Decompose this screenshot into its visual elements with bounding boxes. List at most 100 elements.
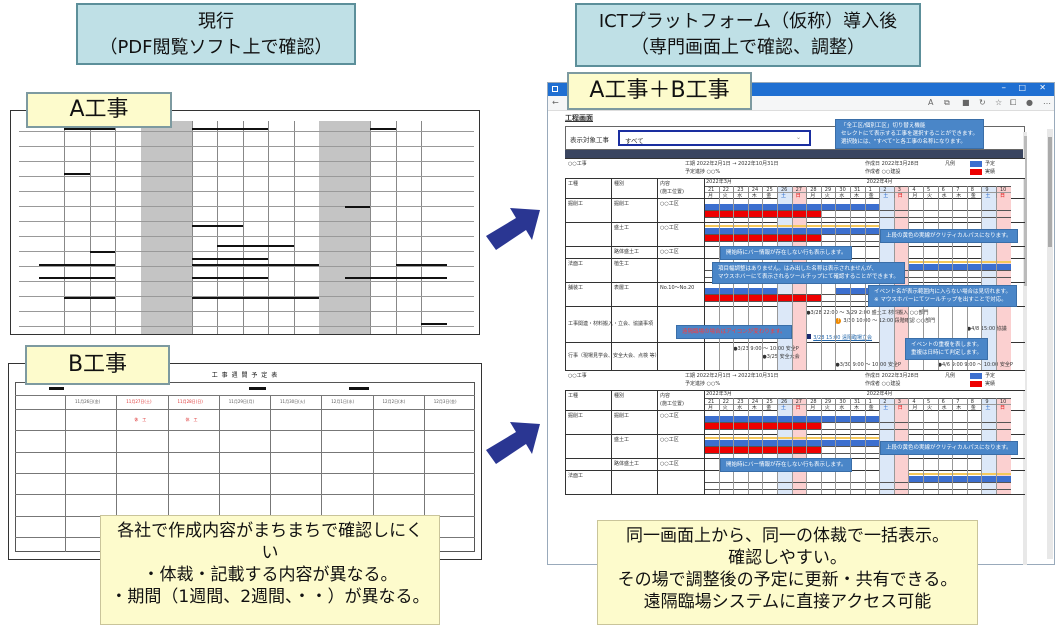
weekday-label: 金 — [868, 192, 874, 199]
task-kind: 盛土工 — [614, 225, 630, 231]
weekday-label: 水 — [737, 404, 743, 411]
close-button[interactable]: ✕ — [1039, 83, 1046, 92]
saturday-shade — [981, 458, 996, 470]
weekday-label: 月 — [810, 404, 816, 411]
weekday-label: 木 — [956, 404, 962, 411]
grid-line — [806, 186, 808, 198]
weekday-label: 水 — [839, 404, 845, 411]
more-icon[interactable]: … — [1043, 97, 1051, 106]
sunday-shade — [996, 306, 1011, 342]
b-schedule-title: 工 事 週 間 予 定 表 — [211, 372, 279, 379]
grid-line — [777, 186, 778, 198]
grid-line — [952, 398, 954, 410]
event-item: ●4/6 9:00 9:00 ～ 10:00 安全P — [938, 362, 1013, 368]
overlap-warning-icon: ! — [835, 318, 842, 324]
grid-line — [850, 186, 851, 198]
grid-line — [19, 206, 474, 207]
callout-note: 上段の黄色の実線がクリティカルパスになります。 — [880, 441, 1018, 455]
minimize-button[interactable]: – — [1001, 83, 1007, 93]
task-content: ○○工区 — [660, 201, 679, 207]
weekday-label: 火 — [927, 192, 933, 199]
grid-line — [966, 186, 968, 198]
saturday-shade — [879, 246, 894, 258]
saturday-shade — [981, 306, 996, 342]
grid-line — [19, 236, 474, 237]
read-aloud-icon[interactable]: A — [928, 98, 934, 107]
page-scrollbar[interactable] — [1047, 129, 1053, 559]
date-header: 11月28日(日) — [177, 399, 203, 404]
grid-line — [791, 398, 793, 410]
event-text[interactable]: ●3/28 22:00 ～ 3/29 2:00 盛土工 材料搬入 ○○部門 — [806, 310, 929, 316]
callout-text: イベントの重複を表します。 — [911, 342, 982, 348]
event-text[interactable]: ●3/23 9:00 ～ 10:00 安全P — [733, 346, 799, 352]
day-divider — [864, 410, 866, 494]
callout-text: 上段の黄色の実線がクリティカルパスになります。 — [886, 445, 1012, 451]
event-text[interactable]: ●4/6 9:00 9:00 ～ 10:00 安全P — [937, 362, 1013, 368]
grid-line — [704, 398, 1011, 399]
legend-swatch-実績 — [970, 169, 982, 175]
day-label: 24 — [751, 398, 759, 405]
month-label: 2022年4月 — [866, 391, 893, 397]
event-text[interactable]: ●3/30 9:00 ～ 10:00 安全P — [835, 362, 901, 368]
extensions-icon[interactable]: ⧠ — [1010, 98, 1017, 107]
favorites-icon[interactable]: ☆ — [995, 98, 1003, 107]
legend-swatch-実績 — [970, 381, 982, 387]
tab-icon[interactable]: ⧉ — [944, 98, 950, 107]
schedule-bar — [64, 127, 115, 130]
day-label: 24 — [751, 186, 759, 193]
profile-icon[interactable]: ● — [1026, 98, 1033, 107]
day-label: 4 — [912, 398, 916, 405]
day-divider — [835, 198, 837, 370]
plan-bar — [908, 264, 1011, 270]
event-text[interactable]: 3/30 10:00 ～ 12:00 段階確認 ○○部門 — [843, 318, 936, 324]
day-divider — [806, 198, 808, 370]
sunday-shade — [791, 342, 807, 370]
current-header-subtitle: （PDF閲覧ソフト上で確認） — [99, 37, 333, 58]
task-content: ○○工区 — [660, 461, 679, 467]
callout-text: 上段の黄色の実線がクリティカルパスになります。 — [886, 233, 1012, 239]
day-label: 1 — [868, 398, 872, 405]
grid-line — [19, 251, 474, 252]
day-divider — [923, 198, 924, 370]
grid-line — [718, 186, 720, 198]
schedule-bar — [191, 127, 268, 130]
holiday-text: 休 工 — [134, 417, 147, 422]
schedule-scrollbar[interactable] — [1023, 132, 1027, 565]
grid-line — [19, 326, 474, 327]
legend-label: 実績 — [985, 169, 996, 175]
grid-line — [421, 121, 422, 334]
a-label: A工事 — [26, 92, 172, 128]
month-label: 2022年4月 — [866, 179, 893, 185]
grid-line — [19, 131, 474, 132]
schedule-bar — [89, 251, 115, 253]
grid-line — [820, 186, 822, 198]
callout-text: マウスホバーにて表示されるツールチップにて確認することができます。 — [718, 274, 899, 280]
chevron-down-icon: ⌄ — [795, 134, 801, 141]
grid-line — [937, 398, 939, 410]
grid-line — [15, 430, 475, 431]
day-divider — [777, 410, 778, 494]
sunday-shade — [996, 458, 1011, 470]
note-line: ・期間（1週間、2週間、・・）が異なる。 — [110, 587, 430, 607]
grid-line — [923, 398, 924, 410]
day-label: 21 — [708, 186, 715, 193]
date-header: 12月2日(木) — [382, 399, 406, 404]
month-label: 2022年3月 — [706, 391, 732, 397]
sunday-shade — [893, 246, 909, 258]
event-text[interactable]: 3/28 15:00 遠隔臨場立会 — [813, 335, 873, 341]
task-content: ○○工区 — [660, 437, 679, 443]
maximize-button[interactable]: □ — [1018, 83, 1026, 92]
event-text[interactable]: ●3/25 安全大会 — [762, 354, 800, 360]
event-text[interactable]: ●4/8 15:00 協議 — [966, 326, 1007, 332]
day-label: 25 — [766, 186, 773, 193]
refresh-icon[interactable]: ↻ — [979, 98, 986, 107]
weekday-label: 水 — [737, 192, 743, 199]
event-category: 行事（現場見学会、安全大会、点検 等） — [568, 353, 660, 359]
weekday-label: 金 — [766, 192, 772, 199]
back-icon[interactable]: ← — [552, 98, 559, 107]
collections-icon[interactable]: ■ — [962, 98, 970, 107]
day-label: 8 — [970, 398, 974, 405]
column-header-content-sub: (施工位置) — [660, 401, 684, 407]
plan-bar — [704, 288, 777, 294]
project-filter-select[interactable]: すべて ⌄ — [618, 130, 811, 146]
